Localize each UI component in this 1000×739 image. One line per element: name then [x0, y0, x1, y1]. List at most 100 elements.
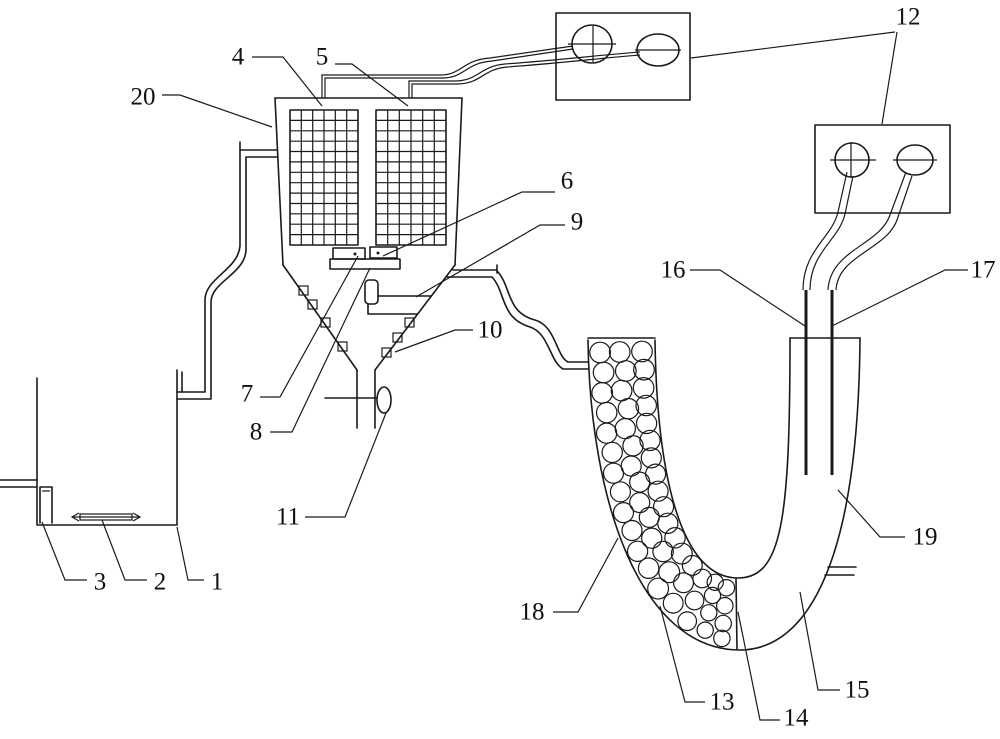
transfer-pipe-wall-a [452, 269, 589, 363]
electrode-panel-5 [375, 109, 447, 246]
leader-line-14 [737, 611, 780, 721]
partition-14 [735, 577, 738, 650]
packing-ball [692, 568, 713, 589]
component-6 [369, 246, 398, 259]
packing-ball [647, 480, 669, 502]
leader-line-4 [252, 56, 323, 107]
baffle [298, 285, 309, 296]
component-9-line-lower [367, 303, 418, 315]
label-14: 14 [784, 705, 810, 732]
component-9-body [364, 279, 379, 305]
packing-ball [609, 481, 632, 503]
leader-line-17 [831, 269, 968, 327]
packing-ball [637, 557, 660, 579]
u-tube-outer-wall [587, 337, 861, 651]
tank-1 [0, 369, 178, 526]
packing-ball [631, 340, 653, 363]
leader-line-12-b [881, 31, 898, 125]
packing-ball [626, 540, 649, 563]
packing-ball [632, 377, 655, 399]
label-15: 15 [845, 677, 870, 704]
power-box-top [555, 12, 691, 101]
electrode-cables [802, 171, 913, 291]
label-19: 19 [913, 524, 938, 551]
packing-ball [677, 611, 698, 632]
packing-ball [684, 590, 705, 611]
label-2: 2 [154, 569, 167, 596]
packing-ball [664, 526, 686, 549]
baffle [381, 347, 392, 358]
leader-line-3 [41, 521, 87, 581]
packing-ball [713, 629, 731, 648]
packing-ball [644, 463, 667, 485]
packing-ball [592, 361, 615, 384]
packing-ball [703, 586, 722, 605]
component-2-arrow-right [132, 512, 142, 522]
u-tube [587, 337, 861, 651]
packing-ball [658, 561, 681, 584]
label-18: 18 [520, 599, 545, 626]
label-5: 5 [316, 44, 329, 71]
packing-ball [614, 360, 637, 382]
u-tube-inner-wall [654, 337, 791, 579]
packing-ball [595, 422, 618, 444]
packing-ball [638, 506, 660, 529]
leader-line-6 [382, 191, 555, 257]
wire-panel-5-b [411, 54, 641, 98]
hopper-wires [321, 45, 641, 98]
label-11: 11 [276, 504, 300, 531]
leader-line-2 [101, 519, 147, 581]
component-7-dot [353, 252, 357, 256]
wire-panel-5 [408, 51, 641, 98]
leader-line-5 [335, 63, 409, 107]
leader-line-16 [690, 269, 806, 327]
packing-ball [652, 540, 674, 563]
electrodes [804, 290, 834, 475]
packing-ball [621, 519, 643, 542]
packing-ball [620, 455, 642, 477]
baffle [392, 332, 403, 343]
packing-ball [700, 604, 718, 622]
packing-ball [662, 592, 684, 614]
leader-line-13 [659, 605, 705, 703]
component-9 [364, 279, 432, 315]
packing-ball [629, 471, 651, 493]
leader-lines [41, 31, 968, 721]
component-3-body [39, 486, 53, 524]
packing-ball [591, 382, 614, 404]
leader-line-8 [270, 267, 371, 433]
packing-ball [714, 614, 732, 633]
packing-ball [639, 429, 661, 452]
packing-ball [715, 596, 734, 615]
hopper-right-wall [454, 97, 463, 266]
packing-ball [717, 578, 736, 597]
valve-11 [324, 386, 392, 414]
component-6-dot [376, 251, 380, 255]
feed-pipe-wall-b [176, 156, 279, 400]
label-10: 10 [478, 317, 503, 344]
packing-ball [706, 573, 724, 592]
leader-line-11 [305, 412, 387, 518]
baffle [307, 299, 318, 310]
component-2 [70, 512, 142, 522]
packing-ball [633, 358, 655, 381]
packing-ball [595, 401, 618, 424]
leader-line-20 [162, 94, 273, 128]
packing-ball [635, 394, 657, 417]
wire-panel-4 [321, 45, 574, 98]
leader-line-18 [553, 537, 619, 613]
reference-numerals: 4 5 20 6 9 12 16 17 10 7 8 11 3 2 1 18 1… [94, 4, 996, 732]
leader-line-1 [176, 526, 204, 581]
leader-line-7 [260, 255, 359, 398]
packing-ball [602, 462, 625, 484]
feed-pipe [176, 141, 279, 400]
packing-bed-18 [589, 340, 736, 648]
packing-ball [610, 379, 633, 402]
power-box-top-frame [555, 12, 691, 101]
transfer-pipe [446, 264, 589, 370]
leader-line-15 [799, 591, 840, 691]
label-16: 16 [661, 257, 686, 284]
component-2-arrow-left [70, 512, 80, 522]
valve-body [376, 386, 392, 414]
